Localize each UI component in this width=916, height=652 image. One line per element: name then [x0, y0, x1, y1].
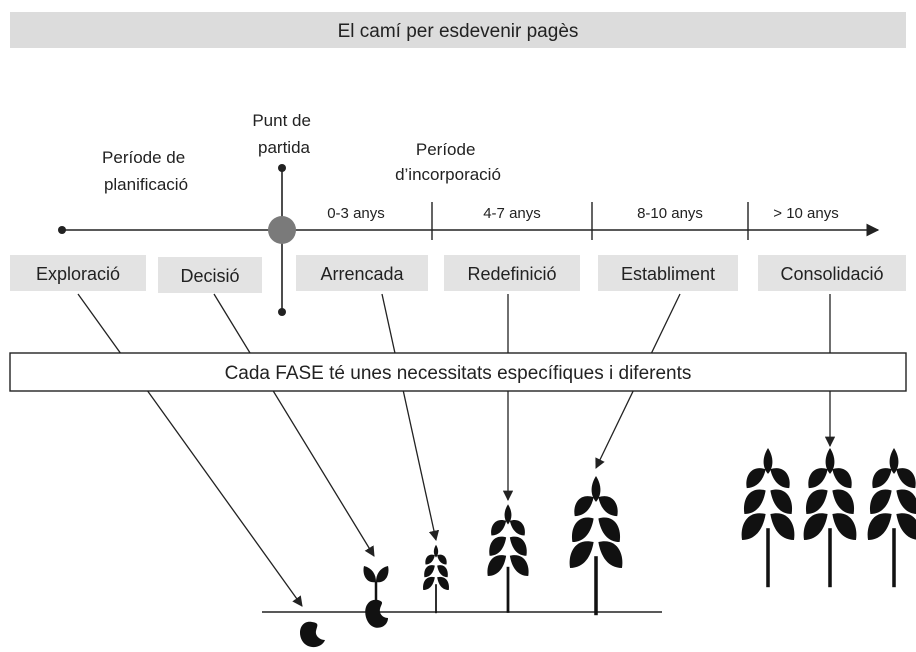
phase-arrow [381, 293, 440, 542]
phase-label-decisio: Decisió [180, 266, 239, 286]
phase-label-redefinicio: Redefinició [467, 264, 556, 284]
diagram-title: El camí per esdevenir pagès [338, 21, 579, 42]
phase-arrow [213, 293, 375, 557]
timeline-start-dot [58, 226, 66, 234]
period-label: 0-3 anys [327, 205, 385, 222]
start-point-label: Punt de partida [252, 111, 315, 157]
start-point-dot [268, 216, 296, 244]
wheat-icon [865, 446, 916, 589]
phase-label-establiment: Establiment [621, 264, 715, 284]
phase-label-arrencada: Arrencada [320, 264, 404, 284]
planning-period-label: Període de planificació [102, 148, 190, 194]
wheat-icon [567, 474, 625, 617]
wheat-icon [739, 446, 797, 589]
wheat-icon [486, 502, 530, 615]
phase-box [10, 255, 146, 291]
start-bottom-dot [278, 308, 286, 316]
seed-icon [300, 621, 325, 648]
needs-banner [9, 352, 907, 392]
phase-label-exploracio: Exploració [36, 264, 120, 284]
sprout-icon [363, 566, 389, 628]
phase-label-consolidacio: Consolidació [780, 264, 883, 284]
phase-box [444, 255, 580, 291]
title-bar [10, 12, 906, 48]
phase-box [158, 257, 262, 293]
incorporation-period-label: Període d’incorporació [395, 140, 501, 184]
start-top-dot [278, 164, 286, 172]
phase-box [296, 255, 428, 291]
wheat-icon [801, 446, 859, 589]
young-plant-icon [422, 543, 450, 615]
period-label: 4-7 anys [483, 205, 541, 222]
phase-arrow [77, 293, 303, 607]
period-label: 8-10 anys [637, 205, 703, 222]
period-label: > 10 anys [773, 205, 838, 222]
needs-banner-text: Cada FASE té unes necessitats específiqu… [225, 363, 692, 384]
phase-box [758, 255, 906, 291]
phase-box [598, 255, 738, 291]
